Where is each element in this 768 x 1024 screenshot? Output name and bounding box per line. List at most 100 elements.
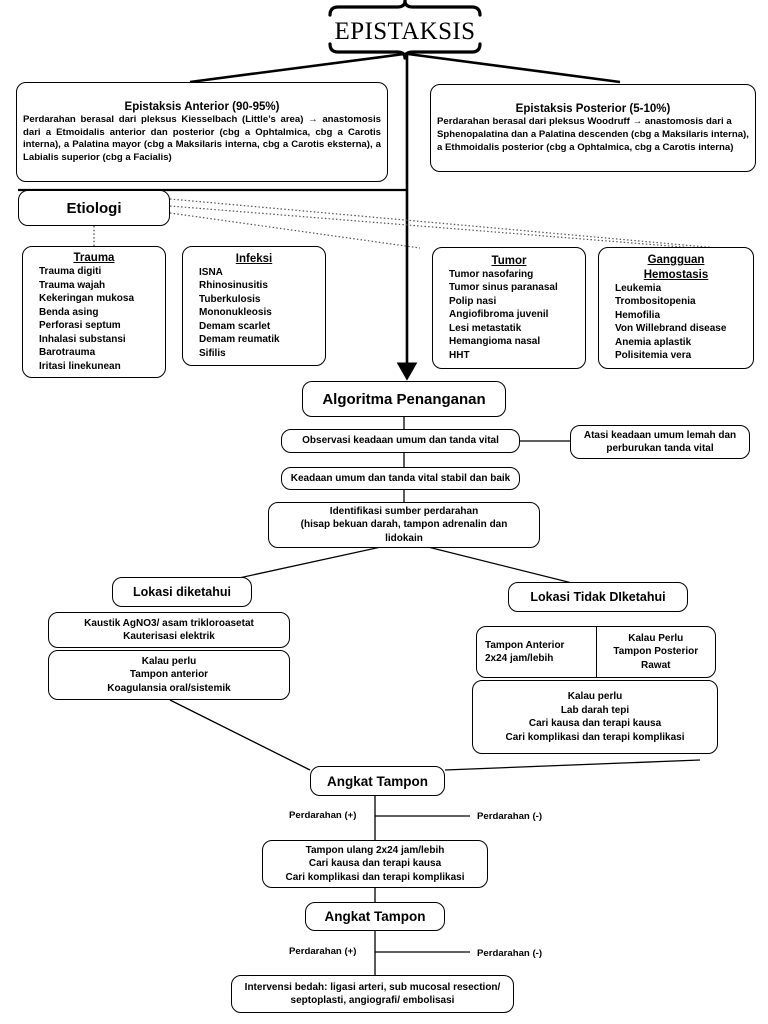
intervensi-line2: septoplasti, angiografi/ embolisasi — [290, 995, 455, 1006]
algoritma-title: Algoritma Penanganan — [322, 390, 486, 408]
anterior-heading: Epistaksis Anterior (90-95%) — [124, 100, 280, 113]
lab-line1: Kalau perlu — [567, 691, 623, 702]
box-epistaksis-posterior: Epistaksis Posterior (5-10%) Perdarahan … — [430, 84, 756, 172]
list-item: HHT — [449, 349, 470, 361]
box-angkat-tampon-2: Angkat Tampon — [305, 902, 445, 931]
atasi-text: Atasi keadaan umum lemah dan perburukan … — [583, 429, 737, 455]
etiologi-label: Etiologi — [66, 199, 122, 217]
tampon-ulang-line3: Cari komplikasi dan terapi komplikasi — [285, 871, 465, 883]
split-divider — [595, 627, 597, 677]
title-brace-bottom — [328, 42, 482, 60]
list-item: Polip nasi — [449, 295, 497, 307]
tampon-anterior-col: Tampon Anterior 2x24 jam/lebih — [477, 627, 596, 677]
hemostasis-list: Leukemia Trombositopenia Hemofilia Von W… — [605, 282, 747, 363]
kalau-perlu-kanan-line3: Rawat — [641, 659, 671, 671]
list-item: ISNA — [199, 266, 223, 278]
label-perdarahan-pos-2: Perdarahan (+) — [289, 946, 357, 957]
box-etiologi-tumor: Tumor Tumor nasofaring Tumor sinus paran… — [432, 247, 586, 369]
label-perdarahan-neg-2: Perdarahan (-) — [477, 948, 543, 959]
tampon-ulang-line1: Tampon ulang 2x24 jam/lebih — [305, 844, 445, 856]
trauma-heading: Trauma — [73, 251, 115, 264]
box-atasi-keadaan: Atasi keadaan umum lemah dan perburukan … — [570, 425, 750, 459]
list-item: Trombositopenia — [615, 296, 696, 308]
observasi-text: Observasi keadaan umum dan tanda vital — [302, 435, 499, 447]
identifikasi-line3: lidokain — [385, 532, 423, 544]
list-item: Perforasi septum — [39, 320, 121, 332]
trauma-list: Trauma digiti Trauma wajah Kekeringan mu… — [29, 265, 159, 373]
wire-right-to-angkat — [444, 759, 701, 771]
kaustik-line1: Kaustik AgNO3/ asam trikloroasetat — [84, 617, 254, 629]
intervensi-line1: Intervensi bedah: ligasi arteri, sub muc… — [244, 981, 501, 993]
list-item: Tumor sinus paranasal — [449, 282, 558, 294]
list-item: Mononukleosis — [199, 307, 272, 319]
box-algoritma-penanganan: Algoritma Penanganan — [302, 381, 506, 417]
lab-line4: Cari komplikasi dan terapi komplikasi — [505, 731, 685, 743]
box-etiologi-infeksi: Infeksi ISNA Rhinosinusitis Tuberkulosis… — [182, 246, 326, 366]
hemostasis-heading-line1: Gangguan — [647, 254, 705, 267]
stabil-text: Keadaan umum dan tanda vital stabil dan … — [290, 472, 511, 484]
box-lokasi-tidak-diketahui: Lokasi Tidak DIketahui — [508, 582, 688, 612]
list-item: Von Willebrand disease — [615, 323, 727, 335]
posterior-body: Perdarahan berasal dari pleksus Woodruff… — [437, 116, 749, 153]
tampon-anterior-line1: Tampon Anterior — [485, 639, 565, 651]
list-item: Angiofibroma juvenil — [449, 309, 549, 321]
box-kaustik: Kaustik AgNO3/ asam trikloroasetat Kaute… — [48, 612, 290, 648]
list-item: Trauma digiti — [39, 266, 102, 278]
list-item: Leukemia — [615, 282, 662, 294]
lab-line2: Lab darah tepi — [560, 704, 630, 716]
kalau-perlu-kiri-line2: Tampon anterior — [129, 669, 209, 681]
page-title: EPISTAKSIS — [305, 18, 505, 46]
identifikasi-line2: (hisap bekuan darah, tampon adrenalin da… — [300, 519, 508, 531]
tumor-list: Tumor nasofaring Tumor sinus paranasal P… — [439, 268, 579, 363]
lokasi-diketahui-text: Lokasi diketahui — [133, 585, 231, 599]
infeksi-list: ISNA Rhinosinusitis Tuberkulosis Mononuk… — [189, 266, 319, 361]
title-brace-top — [328, 0, 482, 17]
box-intervensi-bedah: Intervensi bedah: ligasi arteri, sub muc… — [231, 975, 514, 1013]
wire-left-to-angkat — [169, 699, 311, 771]
list-item: Iritasi linekunean — [39, 360, 121, 372]
list-item: Trauma wajah — [39, 279, 106, 291]
box-etiologi: Etiologi — [18, 190, 170, 226]
kalau-perlu-kiri-line1: Kalau perlu — [141, 655, 197, 667]
list-item: Tuberkulosis — [199, 293, 261, 305]
wire-etiologi-dotted — [169, 198, 746, 253]
angkat-tampon-2-text: Angkat Tampon — [324, 909, 426, 924]
kaustik-line2: Kauterisasi elektrik — [123, 631, 215, 642]
box-kalau-perlu-kiri: Kalau perlu Tampon anterior Koagulansia … — [48, 650, 290, 700]
box-tampon-ulang: Tampon ulang 2x24 jam/lebih Cari kausa d… — [262, 840, 488, 888]
lokasi-tidak-diketahui-text: Lokasi Tidak DIketahui — [530, 590, 666, 604]
angkat-tampon-1-text: Angkat Tampon — [327, 773, 428, 789]
kalau-perlu-kanan-line2: Tampon Posterior — [613, 646, 699, 658]
list-item: Inhalasi substansi — [39, 333, 126, 345]
identifikasi-line1: Identifikasi sumber perdarahan — [329, 505, 479, 517]
list-item: Polisitemia vera — [615, 350, 692, 362]
list-item: Demam scarlet — [199, 320, 271, 332]
list-item: Anemia aplastik — [615, 336, 692, 348]
tumor-heading: Tumor — [491, 254, 527, 267]
list-item: Kekeringan mukosa — [39, 293, 135, 305]
box-etiologi-gangguan-hemostasis: Gangguan Hemostasis Leukemia Trombositop… — [598, 247, 754, 369]
label-perdarahan-neg-1: Perdarahan (-) — [477, 811, 543, 822]
infeksi-heading: Infeksi — [235, 252, 273, 265]
list-item: Rhinosinusitis — [199, 280, 268, 292]
hemostasis-heading-line2: Hemostasis — [643, 268, 709, 281]
box-keadaan-stabil: Keadaan umum dan tanda vital stabil dan … — [281, 467, 520, 490]
kalau-perlu-kiri-line3: Koagulansia oral/sistemik — [107, 682, 231, 694]
box-identifikasi-sumber: Identifikasi sumber perdarahan (hisap be… — [268, 502, 540, 548]
box-observasi: Observasi keadaan umum dan tanda vital — [281, 429, 520, 453]
posterior-heading: Epistaksis Posterior (5-10%) — [515, 102, 671, 115]
lab-line3: Cari kausa dan terapi kausa — [528, 718, 662, 729]
tampon-anterior-line2: 2x24 jam/lebih — [485, 653, 554, 664]
label-perdarahan-pos-1: Perdarahan (+) — [289, 810, 357, 821]
page-title-text: EPISTAKSIS — [334, 18, 476, 45]
list-item: Benda asing — [39, 306, 99, 318]
anterior-body: Perdarahan berasal dari pleksus Kiesselb… — [23, 113, 381, 163]
list-item: Hemofilia — [615, 309, 661, 321]
list-item: Barotrauma — [39, 347, 96, 359]
wire-title-posterior — [407, 52, 621, 84]
kalau-perlu-kanan-col: Kalau Perlu Tampon Posterior Rawat — [597, 627, 716, 677]
kalau-perlu-kanan-line1: Kalau Perlu — [628, 632, 684, 644]
box-tampon-split: Tampon Anterior 2x24 jam/lebih Kalau Per… — [476, 626, 716, 678]
box-angkat-tampon-1: Angkat Tampon — [310, 766, 445, 796]
